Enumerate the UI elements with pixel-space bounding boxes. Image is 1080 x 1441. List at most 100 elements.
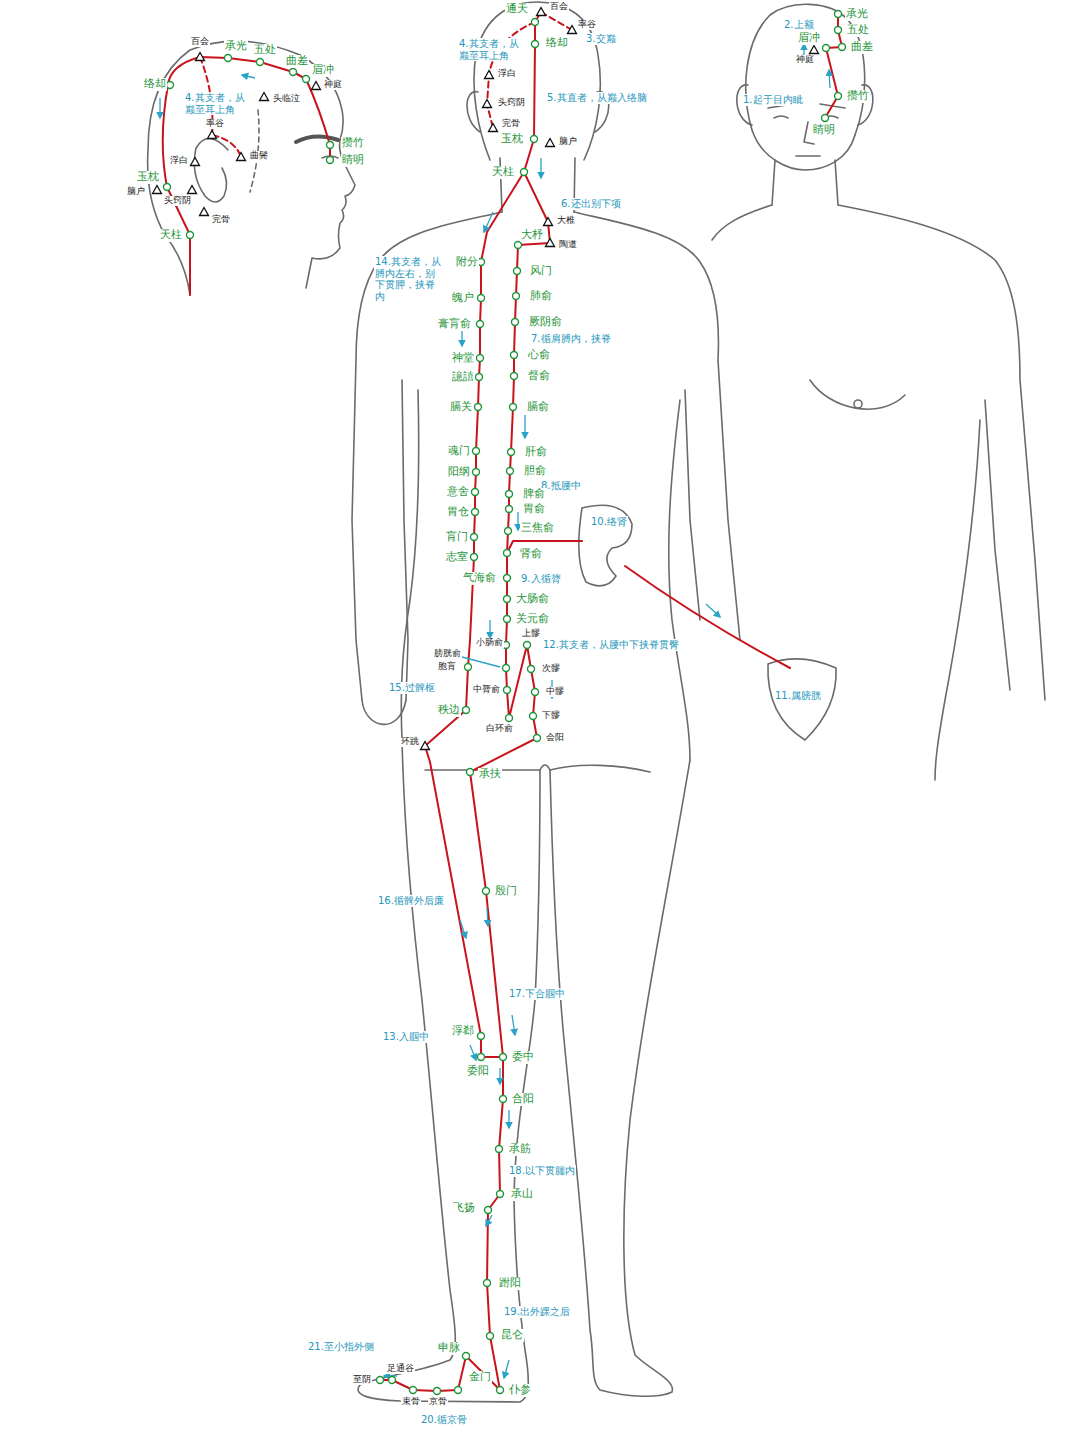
acupoint-dot (530, 713, 537, 720)
other-meridian-point (568, 26, 577, 34)
acupoint-dot (515, 242, 522, 249)
pathway-note: 8.抵腰中 (540, 480, 582, 492)
acupoint-label: 胃仓 (446, 506, 470, 519)
acupoint-label: 膏肓俞 (437, 318, 472, 331)
acupoint-label: 京骨 (428, 1397, 448, 1407)
acupoint-label: 督俞 (527, 370, 551, 383)
pathway-note: 21.至小指外侧 (307, 1341, 375, 1353)
acupoint-dot (504, 616, 511, 623)
acupoint-dot (434, 1388, 441, 1395)
acupoint-dot (483, 888, 490, 895)
pathway-note: 1.起于目内眦 (742, 94, 804, 106)
acupoint-label: 眉冲 (797, 32, 821, 45)
other-meridian-point (483, 100, 492, 108)
other-meridian-point (544, 218, 553, 226)
other-meridian-point (260, 93, 269, 101)
acupoint-label: 委阳 (466, 1065, 490, 1078)
acupoint-label: 肺俞 (529, 290, 553, 303)
direction-arrow (160, 44, 830, 1378)
acupoint-dot (463, 707, 470, 714)
acupoint-label: 厥阴俞 (528, 316, 563, 329)
acupoint-label: 次髎 (541, 664, 561, 674)
pathway-note: 6.还出别下项 (560, 198, 622, 210)
acupoint-dot (524, 642, 531, 649)
acupoint-label: 睛明 (812, 124, 836, 137)
acupoint-dot (839, 44, 846, 51)
acupoint-label: 陶道 (558, 240, 578, 250)
acupoint-dot (507, 468, 514, 475)
acupoint-label: 中膂俞 (472, 685, 501, 695)
acupoint-dot (505, 528, 512, 535)
other-meridian-point (546, 239, 555, 247)
acupoint-label: 浮白 (497, 69, 517, 79)
acupoint-label: 上髎 (521, 629, 541, 639)
acupoint-dot (467, 769, 474, 776)
acupoint-label: 完骨 (211, 215, 231, 225)
acupoint-label: 攒竹 (341, 137, 365, 150)
acupoint-label: 率谷 (577, 20, 597, 30)
acupoint-label: 脑户 (558, 137, 578, 147)
acupoint-dot (514, 268, 521, 275)
acupoint-label: 曲差 (285, 55, 309, 68)
other-meridian-point (312, 82, 321, 90)
acupoint-dot (532, 41, 539, 48)
acupoint-dot (508, 449, 515, 456)
acupoint-label: 络却 (545, 37, 569, 50)
acupoint-dot (532, 689, 539, 696)
acupoint-label: 脾俞 (522, 488, 546, 501)
acupoint-dot (513, 293, 520, 300)
pathway-note: 10.络肾 (590, 516, 628, 528)
acupoint-label: 头临泣 (272, 94, 301, 104)
acupoint-label: 神堂 (451, 352, 475, 365)
pathway-note: 4.其支者，从巅至耳上角 (458, 38, 522, 61)
acupoint-label: 肝俞 (524, 446, 548, 459)
acupoint-label: 委中 (511, 1051, 535, 1064)
acupoint-label: 曲鬓 (249, 151, 269, 161)
other-meridian-point (153, 186, 162, 194)
acupoint-label: 五处 (253, 44, 277, 57)
acupoint-dot (187, 232, 194, 239)
acupoint-label: 承山 (510, 1188, 534, 1201)
acupoint-label: 下髎 (541, 711, 561, 721)
acupoint-label: 膈关 (449, 401, 473, 414)
acupoint-label: 仆参 (508, 1384, 532, 1397)
pathway-note: 2.上额 (783, 19, 815, 31)
acupoint-label: 白环俞 (485, 724, 514, 734)
acupoint-label: 附分 (455, 256, 479, 269)
acupoint-label: 浮白 (169, 156, 189, 166)
acupoint-label: 玉枕 (500, 133, 524, 146)
acupoint-dot (503, 665, 510, 672)
acupoint-label: 至阴 (352, 1375, 372, 1385)
acupoint-label: 胞肓 (437, 662, 457, 672)
acupoint-label: 天柱 (491, 166, 515, 179)
acupoint-label: 昆仑 (500, 1329, 524, 1342)
acupoint-label: 承筋 (508, 1143, 532, 1156)
other-meridian-point (191, 158, 200, 166)
acupoint-dot (465, 664, 472, 671)
acupoint-dot (534, 735, 541, 742)
pathway-note: 18.以下贯腨内 (508, 1165, 576, 1177)
acupoint-dot (478, 1033, 485, 1040)
acupoint-label: 五处 (846, 24, 870, 37)
acupoint-label: 攒竹 (846, 90, 870, 103)
acupoint-label: 胃俞 (522, 503, 546, 516)
acupoint-dot (455, 1387, 462, 1394)
other-meridian-point (537, 8, 546, 16)
acupoint-dot (476, 374, 483, 381)
acupoint-label: 浮郄 (451, 1025, 475, 1038)
acupoint-label: 大肠俞 (515, 593, 550, 606)
pathway-note: 19.出外踝之后 (503, 1306, 571, 1318)
pathway-note: 17.下合腘中 (508, 988, 566, 1000)
pathway-note: 5.其直者，从巅入络脑 (546, 92, 648, 104)
other-meridian-point (489, 124, 498, 132)
acupoint-label: 足通谷 (386, 1364, 415, 1374)
acupoint-dot (487, 1333, 494, 1340)
acupoint-dot (500, 1054, 507, 1061)
acupoint-dot (511, 373, 518, 380)
acupoint-dot (473, 469, 480, 476)
meridian-line (163, 12, 842, 1391)
acupoint-dot (478, 1054, 485, 1061)
acupoint-dot (506, 715, 513, 722)
acupoint-label: 环跳 (400, 737, 420, 747)
